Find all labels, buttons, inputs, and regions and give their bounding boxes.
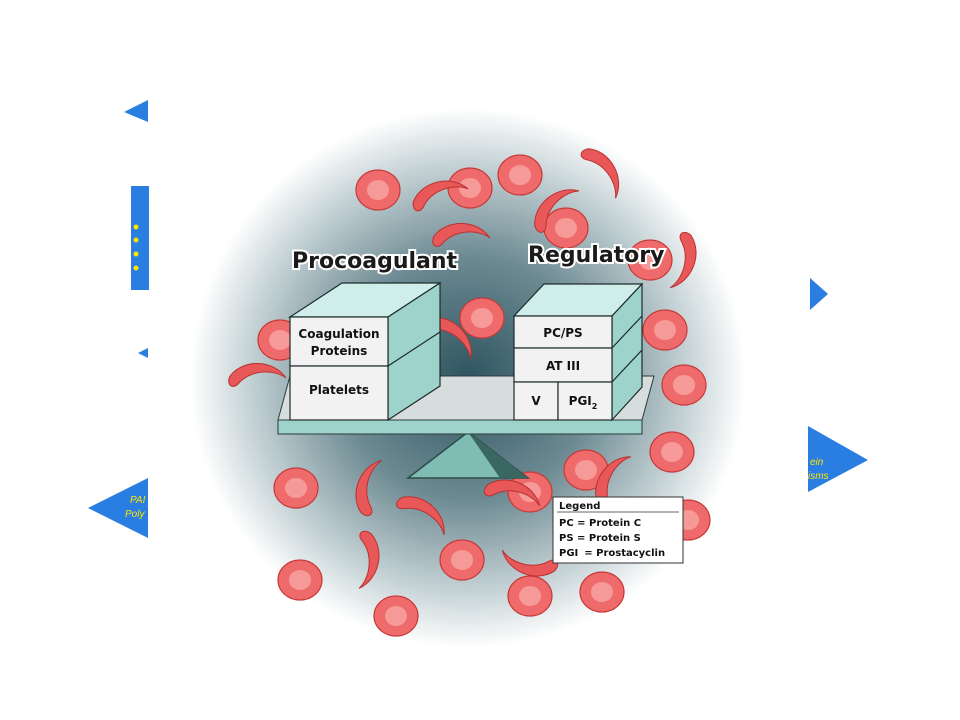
red-blood-cell [543,207,589,249]
box-pc-ps [513,315,613,349]
bullet-icon [133,224,139,230]
legend-entry-ps: PS = Protein S [559,533,641,544]
red-blood-cell [459,297,505,339]
regulatory-stack [512,282,644,422]
red-blood-cell [507,575,553,617]
box-pgi2 [557,381,613,421]
background-arrows [88,100,868,538]
heading-regulatory: Regulatory [528,243,664,268]
right-arrow-text-line2: isms [808,471,829,482]
right-arrow-text-line1: ein [810,457,824,468]
box-platelets [289,365,389,421]
bullet-icon [133,237,139,243]
label-v: V [531,394,541,408]
red-blood-cell [355,169,401,211]
red-blood-cell [579,571,625,613]
red-blood-cell [373,595,419,637]
bullet-icon [133,265,139,271]
pgi-text: PGI [569,394,592,408]
fulcrum-shade [468,432,528,478]
left-arrow-text-line2: Poly [125,509,145,520]
red-blood-cell [273,467,319,509]
arrow-right-bottom [808,426,868,492]
label-platelets: Platelets [309,383,369,397]
arrow-left-bottom [88,478,148,538]
box-v [513,381,559,421]
procoagulant-stack [287,281,443,422]
left-arrow-text-line1: PAI [130,495,146,506]
legend-pgi-abbrev: PGI [559,548,578,559]
red-blood-cell [497,154,543,196]
legend [552,496,684,564]
red-blood-cell [661,364,707,406]
legend-title: Legend [559,501,600,512]
legend-entry-pc: PC = Protein C [559,518,641,529]
legend-entry-pgi: PGI = Prostacyclin [559,548,665,559]
box-at-iii [513,347,613,383]
box-coagulation-proteins [289,316,389,367]
legend-pgi-def: = Prostacyclin [584,548,665,559]
beam-front [277,419,643,435]
label-pgi2: PGI2 [569,394,598,411]
heading-procoagulant: Procoagulant [292,249,458,274]
label-coagulation-line2: Proteins [311,344,368,358]
label-at-iii: AT III [546,359,580,373]
red-blood-cell [277,559,323,601]
blue-panel-left [131,186,149,290]
label-coagulation-line1: Coagulation [298,327,379,341]
arrow-left-small [138,348,148,358]
bullet-icon [133,251,139,257]
red-blood-cell [439,539,485,581]
red-blood-cell [642,309,688,351]
red-blood-cell [447,167,493,209]
pgi-subscript: 2 [592,402,598,411]
label-pc-ps: PC/PS [543,326,582,340]
arrow-left-top [124,100,148,122]
red-blood-cell [649,431,695,473]
arrow-right-mid [810,278,828,310]
